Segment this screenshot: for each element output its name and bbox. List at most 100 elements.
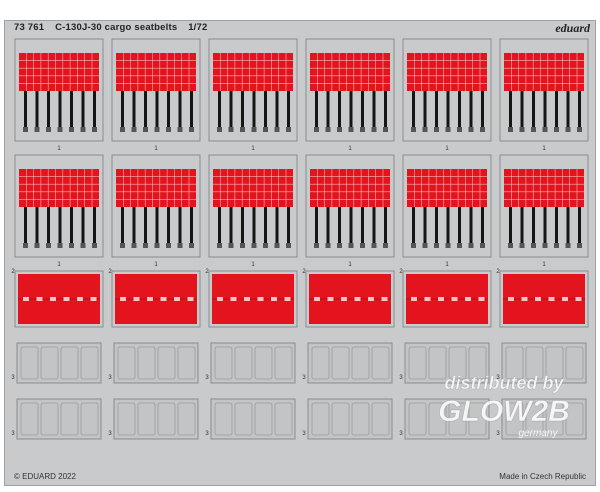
belt-buckle (263, 243, 268, 248)
black-belt (47, 207, 50, 245)
panel-tab (90, 297, 97, 301)
panel-tab (120, 297, 126, 301)
black-belt (423, 91, 427, 129)
net-frame (499, 154, 589, 258)
watermark-line3: germany (519, 428, 559, 439)
black-belt (555, 207, 558, 245)
black-belt (81, 91, 85, 129)
black-belt (190, 207, 193, 245)
belt-buckle (531, 243, 536, 248)
panel-tab (160, 297, 167, 301)
black-belt (218, 91, 221, 129)
red-net (19, 169, 99, 207)
grey-frame-cell (214, 346, 233, 380)
panel-tab (133, 297, 140, 301)
panel-tab (284, 297, 291, 301)
panel-tab (271, 297, 277, 301)
belt-buckle (337, 243, 342, 248)
grey-frame-cell (505, 346, 524, 380)
belt-buckle (240, 127, 245, 132)
panel-tab (217, 297, 223, 301)
black-belt (578, 91, 581, 129)
belt-buckle (189, 127, 194, 132)
part-number-3: 3 (302, 375, 306, 381)
part-number-3: 3 (11, 431, 15, 437)
part-number-3: 3 (205, 431, 209, 437)
belt-buckle (154, 127, 160, 132)
grey-frame-cell (60, 402, 79, 436)
black-belt (144, 91, 147, 129)
belt-buckle (217, 127, 222, 132)
origin-text: Made in Czech Republic (499, 472, 586, 481)
panel-tab (451, 297, 458, 301)
red-net (116, 53, 196, 91)
net-frame (14, 38, 104, 142)
part-number-1: 1 (348, 146, 352, 152)
part-number-3: 3 (496, 375, 500, 381)
grey-frame-cell (428, 346, 447, 380)
black-belt (412, 207, 415, 245)
belt-buckle (23, 127, 28, 132)
black-belt (264, 91, 267, 129)
belt-buckle (348, 243, 354, 248)
belt-buckle (468, 243, 474, 248)
belt-buckle (337, 127, 342, 132)
grey-frame-cell (311, 346, 330, 380)
belt-buckle (177, 127, 183, 132)
belt-buckle (360, 243, 365, 248)
belt-buckle (166, 127, 171, 132)
net-frame (111, 38, 201, 142)
black-belt (481, 91, 484, 129)
grey-frame (113, 342, 199, 384)
red-net (407, 169, 487, 207)
panel-tab (508, 297, 514, 301)
belt-buckle (508, 243, 513, 248)
black-belt (155, 91, 159, 129)
grey-frame-cell (117, 402, 136, 436)
belt-buckle (189, 243, 194, 248)
grey-frame-cell (545, 346, 564, 380)
belt-buckle (480, 127, 485, 132)
panel-tab (354, 297, 361, 301)
panel-tab (327, 297, 334, 301)
grey-frame-cell (80, 346, 99, 380)
net-frame (208, 38, 298, 142)
part-number-3: 3 (11, 375, 15, 381)
part-number-2: 2 (399, 269, 403, 275)
part-number-1: 1 (445, 262, 449, 268)
belt-buckle (80, 243, 86, 248)
panel-tab (174, 297, 180, 301)
grey-frame-cell (40, 402, 59, 436)
belt-buckle (422, 127, 428, 132)
grey-frame-cell (525, 346, 544, 380)
belt-buckle (383, 243, 388, 248)
part-number-3: 3 (399, 375, 403, 381)
part-number-1: 1 (445, 146, 449, 152)
belt-buckle (445, 243, 451, 248)
panel-tab (257, 297, 264, 301)
grey-frame-cell (371, 402, 390, 436)
grey-frame-cell (137, 346, 156, 380)
panel-tab (478, 297, 485, 301)
grey-frame-cell (157, 402, 176, 436)
panel-tab (535, 297, 541, 301)
black-belt (481, 207, 484, 245)
grey-frame (501, 342, 587, 384)
grey-frame (16, 342, 102, 384)
black-belt (58, 91, 62, 129)
part-number-2: 2 (496, 269, 500, 275)
belt-buckle (519, 127, 525, 132)
net-frame (14, 154, 104, 258)
black-belt (509, 91, 512, 129)
black-belt (446, 91, 450, 129)
grey-frame-cell (157, 346, 176, 380)
red-net (213, 169, 293, 207)
black-belt (315, 91, 318, 129)
panel-tab (438, 297, 444, 301)
part-number-1: 1 (154, 262, 158, 268)
grey-frame (501, 398, 587, 440)
black-belt (132, 91, 136, 129)
belt-buckle (69, 127, 74, 132)
grey-frame-cell (428, 402, 447, 436)
